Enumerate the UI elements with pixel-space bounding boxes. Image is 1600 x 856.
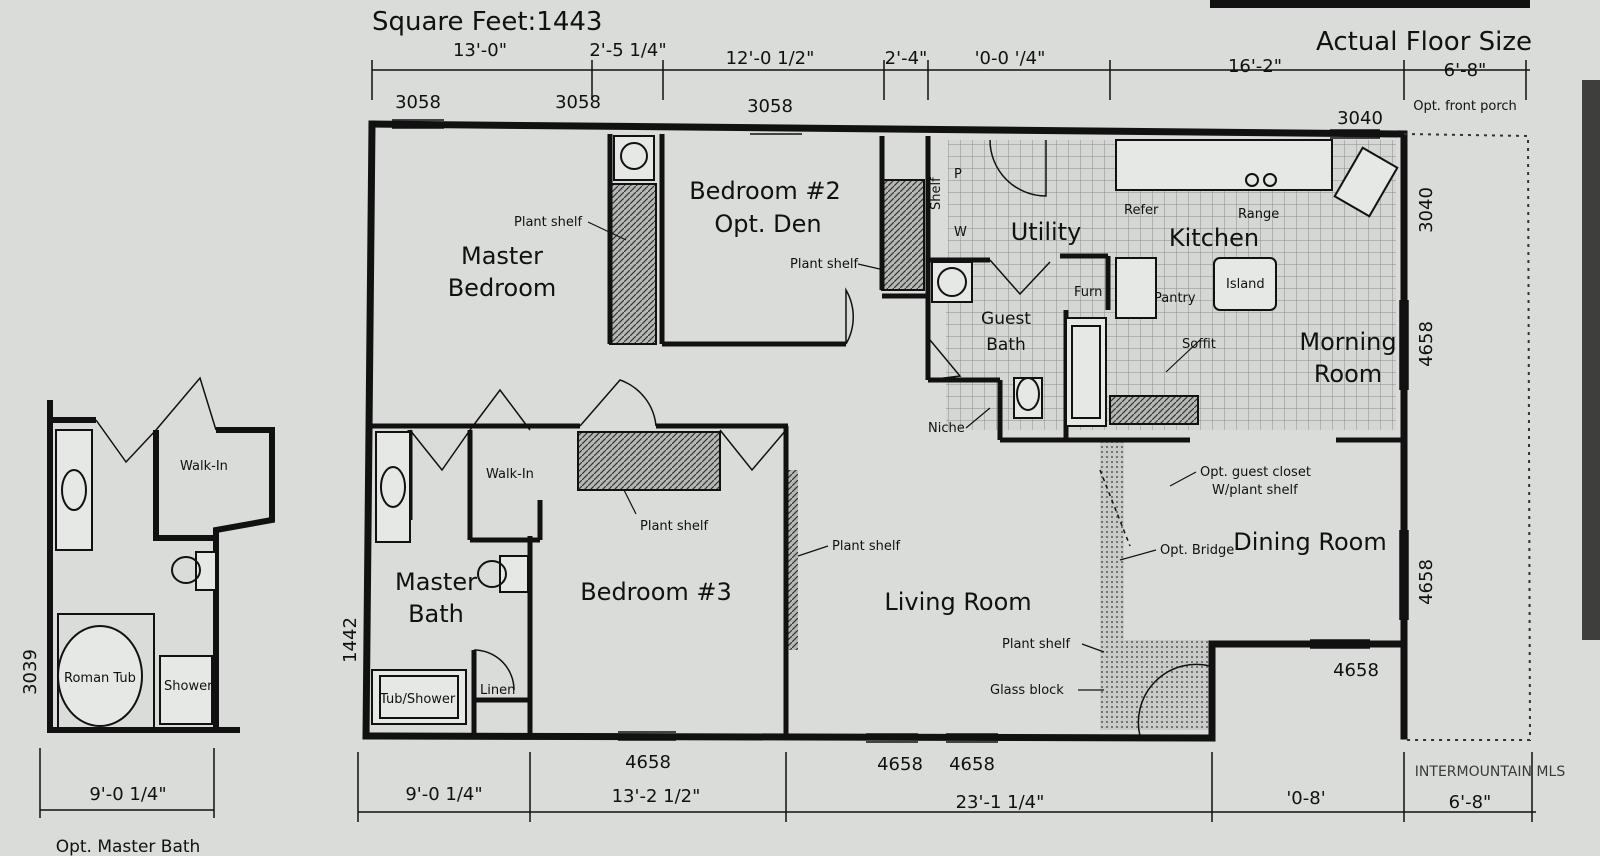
dim-bottom-3: 23'-1 1/4" — [956, 792, 1045, 813]
note-plant-shelf: Plant shelf — [1002, 637, 1071, 652]
entry-floor — [1120, 640, 1210, 730]
label-opt-guest-closet-2: W/plant shelf — [1212, 483, 1298, 498]
label-range: Range — [1238, 207, 1279, 222]
room-master-bedroom-2: Bedroom — [448, 274, 557, 302]
dim-bottom-4: '0-8' — [1286, 788, 1325, 809]
window-label: 3040 — [1337, 108, 1383, 129]
label-opt-bridge: Opt. Bridge — [1160, 543, 1234, 558]
label-w: W — [954, 225, 967, 240]
plant-shelf-bedroom2 — [881, 179, 925, 291]
page-edge-strip — [1582, 80, 1600, 640]
top-dimension-line — [371, 60, 1530, 100]
note-plant-shelf: Plant shelf — [514, 215, 583, 230]
note-plant-shelf: Plant shelf — [640, 519, 709, 534]
window-label: 3058 — [555, 92, 601, 113]
label-opt-guest-closet: Opt. guest closet — [1200, 465, 1311, 480]
label-tub-shower: Tub/Shower — [379, 692, 456, 707]
label-refer: Refer — [1124, 203, 1159, 218]
kitchen-counter-peninsula — [1109, 395, 1199, 425]
room-guest-bath-2: Bath — [986, 335, 1026, 355]
window-label: 4658 — [1333, 660, 1379, 681]
mls-watermark: INTERMOUNTAIN MLS — [1415, 764, 1566, 780]
interior-walls — [372, 134, 1404, 736]
room-bedroom-2: Bedroom #2 — [689, 177, 841, 205]
inset-window-label: 3039 — [20, 649, 41, 695]
room-kitchen: Kitchen — [1169, 224, 1259, 252]
dim-top-7: 6'-8" — [1444, 60, 1487, 81]
actual-floor-size-label: Actual Floor Size — [1316, 27, 1532, 57]
window-label: 4658 — [625, 752, 671, 773]
window-label: 1442 — [340, 617, 361, 663]
label-glass-block: Glass block — [990, 683, 1064, 698]
opt-front-porch-label: Opt. front porch — [1413, 99, 1517, 114]
square-feet-title: Square Feet:1443 — [372, 7, 602, 37]
dim-top-2: 2'-5 1/4" — [589, 40, 666, 61]
plant-shelf-bedroom3 — [577, 431, 721, 491]
plant-shelf-master — [609, 183, 657, 345]
window-marks — [392, 119, 1409, 743]
window-label: 4658 — [877, 754, 923, 775]
room-bedroom-2-opt: Opt. Den — [714, 210, 821, 238]
label-shelf: Shelf — [929, 177, 944, 210]
room-master-bedroom: Master — [461, 242, 543, 270]
leader-lines — [587, 221, 1201, 691]
label-linen: Linen — [480, 683, 515, 698]
door-swings — [409, 139, 1211, 737]
room-master-bath: Master — [395, 568, 477, 596]
inset-shower-label: Shower — [164, 679, 213, 694]
inset-roman-tub-label: Roman Tub — [64, 671, 136, 686]
dim-top-4: 2'-4" — [885, 48, 928, 69]
fixtures — [371, 135, 1399, 725]
bottom-dimension-line — [357, 752, 1536, 822]
label-furn: Furn — [1074, 285, 1102, 300]
room-utility: Utility — [1011, 218, 1082, 246]
window-label: 4658 — [949, 754, 995, 775]
room-living: Living Room — [884, 588, 1031, 616]
room-morning-2: Room — [1314, 360, 1382, 388]
dim-top-6: 16'-2" — [1228, 56, 1282, 77]
inset-walk-in-label: Walk-In — [180, 459, 228, 474]
label-island: Island — [1226, 277, 1265, 292]
room-master-bath-2: Bath — [408, 600, 464, 628]
dim-bottom-5: 6'-8" — [1449, 792, 1492, 813]
inset-opt-master-bath: Walk-In Roman Tub Shower 3039 9'-0 1/4" … — [20, 376, 275, 856]
label-walk-in: Walk-In — [486, 467, 534, 482]
window-label: 3058 — [747, 96, 793, 117]
note-plant-shelf: Plant shelf — [790, 257, 859, 272]
dim-top-5: '0-0 '/4" — [975, 48, 1046, 69]
inset-dimension: 9'-0 1/4" — [89, 784, 166, 805]
note-plant-shelf: Plant shelf — [832, 539, 901, 554]
dim-top-3: 12'-0 1/2" — [726, 48, 815, 69]
room-guest-bath: Guest — [981, 309, 1031, 329]
room-bedroom-3: Bedroom #3 — [580, 578, 732, 606]
window-label: 3040 — [1416, 187, 1437, 233]
window-label: 4658 — [1416, 559, 1437, 605]
dim-bottom-1: 9'-0 1/4" — [405, 784, 482, 805]
dim-top-1: 13'-0" — [453, 40, 507, 61]
room-dining: Dining Room — [1233, 528, 1386, 556]
label-soffit: Soffit — [1182, 337, 1216, 352]
label-pantry: Pantry — [1154, 291, 1196, 306]
label-niche: Niche — [928, 421, 965, 436]
inset-caption: Opt. Master Bath — [56, 837, 201, 856]
label-p: P — [954, 167, 962, 182]
room-morning: Morning — [1299, 328, 1396, 356]
front-porch-outline — [1403, 133, 1532, 741]
dim-bottom-2: 13'-2 1/2" — [612, 786, 701, 807]
window-label: 4658 — [1416, 321, 1437, 367]
window-label: 3058 — [395, 92, 441, 113]
cut-off-title-fragment — [1210, 0, 1530, 8]
